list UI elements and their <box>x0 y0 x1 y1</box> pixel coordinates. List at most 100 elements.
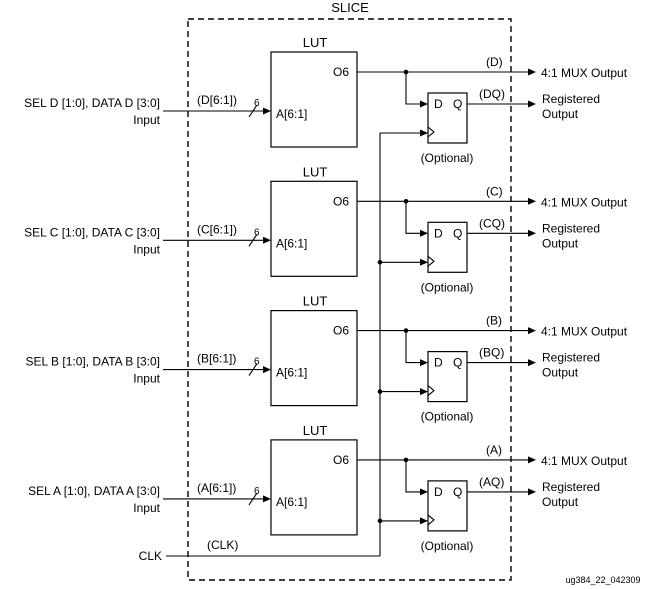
bus-slash <box>248 104 258 118</box>
ff-d-label: D <box>434 485 443 499</box>
registered-output-label: Registered <box>542 92 600 106</box>
input-bus-arrow <box>263 495 271 503</box>
bus-slash <box>248 492 258 506</box>
mux-output-arrow <box>528 327 536 335</box>
input-label: SEL A [1:0], DATA A [3:0] <box>28 484 160 498</box>
input-label-sub: Input <box>133 372 160 386</box>
input-bus-arrow <box>263 107 271 115</box>
ff-d-wire <box>405 72 420 105</box>
input-bus-arrow <box>263 236 271 244</box>
slice-boundary <box>187 18 512 581</box>
ff-q-label: Q <box>453 226 462 240</box>
ff-d-wire <box>405 201 420 234</box>
lut-o6-label: O6 <box>333 65 349 79</box>
input-label-sub: Input <box>133 113 160 127</box>
lut-box <box>270 51 358 148</box>
ff-d-arrow <box>420 488 428 496</box>
registered-output-arrow <box>528 359 536 367</box>
flip-flop-box <box>427 221 468 273</box>
mux-output-label: 4:1 MUX Output <box>541 454 628 468</box>
clk-tap-arrow <box>420 258 428 266</box>
flip-flop-box <box>427 351 468 403</box>
optional-label: (Optional) <box>421 151 474 165</box>
lut-a-label: A[6:1] <box>276 236 307 250</box>
lut-title: LUT <box>303 164 328 179</box>
slice-title: SLICE <box>331 0 369 15</box>
mux-output-arrow <box>528 197 536 205</box>
clk-tap-arrow <box>420 388 428 396</box>
lut-a-label: A[6:1] <box>276 495 307 509</box>
lut-a-label: A[6:1] <box>276 366 307 380</box>
input-label: SEL C [1:0], DATA C [3:0] <box>24 225 160 239</box>
registered-output-arrow <box>528 488 536 496</box>
ff-d-arrow <box>420 100 428 108</box>
bus-width-label: 6 <box>254 357 260 368</box>
registered-output-label-sub: Output <box>542 236 579 250</box>
registered-output-label: Registered <box>542 221 600 235</box>
bus-width-label: 6 <box>254 98 260 109</box>
ff-d-label: D <box>434 97 443 111</box>
reg-net-label: (DQ) <box>479 87 505 101</box>
ff-q-label: Q <box>453 356 462 370</box>
ff-d-wire <box>405 330 420 364</box>
bus-width-label: 6 <box>254 227 260 238</box>
bus-label: (A[6:1]) <box>197 481 236 495</box>
optional-label: (Optional) <box>421 280 474 294</box>
mux-net-label: (A) <box>486 443 502 457</box>
lut-o6-label: O6 <box>333 453 349 467</box>
ff-clock-notch <box>427 126 435 138</box>
ff-d-label: D <box>434 226 443 240</box>
stage-0: LUT O6A[6:1] SEL D [1:0], DATA D [3:0] Inpu… <box>24 35 628 165</box>
ff-clock-notch <box>427 514 435 526</box>
mux-output-arrow <box>528 456 536 464</box>
reg-net-label: (CQ) <box>479 216 505 230</box>
bus-slash <box>248 233 258 247</box>
registered-output-label-sub: Output <box>542 366 579 380</box>
lut-title: LUT <box>303 35 328 50</box>
registered-output-label-sub: Output <box>542 495 579 509</box>
optional-label: (Optional) <box>421 539 474 553</box>
registered-output-label: Registered <box>542 351 600 365</box>
flip-flop-box <box>427 480 468 532</box>
lut-box <box>270 180 358 277</box>
lut-o6-label: O6 <box>333 194 349 208</box>
lut-box <box>270 310 358 407</box>
ff-q-label: Q <box>453 97 462 111</box>
ff-d-wire <box>405 459 420 493</box>
mux-output-label: 4:1 MUX Output <box>541 66 628 80</box>
clk-net-label: (CLK) <box>207 538 238 552</box>
clk-input-label: CLK <box>139 549 162 563</box>
registered-output-arrow <box>528 229 536 237</box>
registered-output-arrow <box>528 100 536 108</box>
mux-net-label: (D) <box>486 55 503 69</box>
bus-slash <box>248 363 258 376</box>
registered-output-label: Registered <box>542 480 600 494</box>
reg-net-label: (AQ) <box>479 475 504 489</box>
registered-output-label-sub: Output <box>542 107 579 121</box>
bus-label: (C[6:1]) <box>197 222 237 236</box>
clk-tap-arrow <box>420 129 428 137</box>
bus-label: (D[6:1]) <box>197 93 237 107</box>
mux-output-arrow <box>528 68 536 76</box>
ff-d-arrow <box>420 229 428 237</box>
figure-id: ug384_22_042309 <box>565 575 640 585</box>
mux-output-label: 4:1 MUX Output <box>541 325 628 339</box>
ff-d-label: D <box>434 356 443 370</box>
input-label: SEL D [1:0], DATA D [3:0] <box>24 96 160 110</box>
lut-a-label: A[6:1] <box>276 107 307 121</box>
input-label-sub: Input <box>133 242 160 256</box>
lut-o6-label: O6 <box>333 324 349 338</box>
ff-clock-notch <box>427 385 435 397</box>
optional-label: (Optional) <box>421 410 474 424</box>
stage-1: LUT O6A[6:1] SEL C [1:0], DATA C [3:0] Inpu… <box>24 164 628 294</box>
ff-d-arrow <box>420 359 428 367</box>
lut-title: LUT <box>303 423 328 438</box>
lut-title: LUT <box>303 294 328 309</box>
ff-q-label: Q <box>453 485 462 499</box>
lut-box <box>270 439 358 536</box>
